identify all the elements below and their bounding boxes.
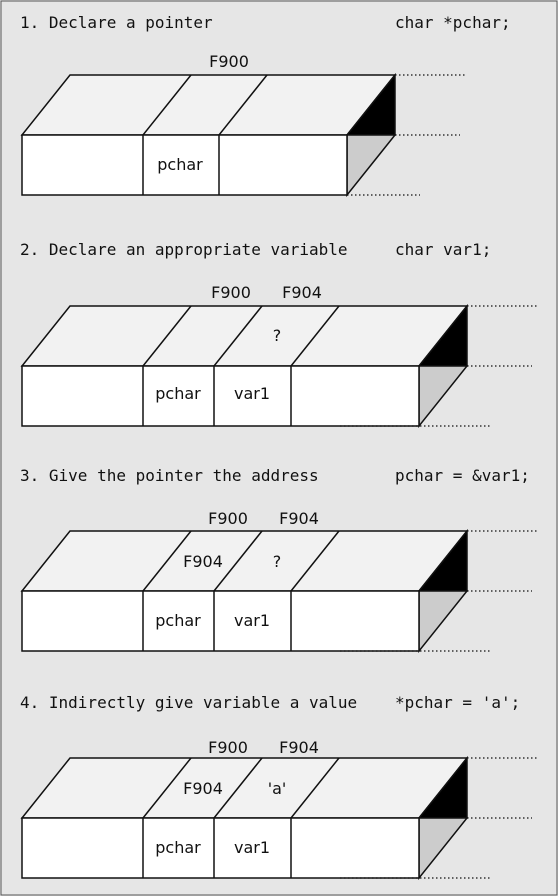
top-value-pchar: F904	[183, 779, 223, 798]
step-4-address-f904: F904	[279, 738, 319, 757]
top-divider	[142, 74, 192, 136]
top-value-var1: ?	[273, 326, 282, 345]
step-2-address-f900: F900	[211, 283, 251, 302]
step-3: 3. Give the pointer the address pchar = …	[20, 466, 537, 654]
step-1-code: char *pchar;	[395, 13, 511, 32]
top-divider	[213, 305, 263, 367]
step-2-address-f904: F904	[282, 283, 322, 302]
memory-front-face	[21, 365, 420, 427]
cell-label-var1: var1	[234, 838, 270, 857]
step-2-code: char var1;	[395, 240, 491, 259]
memory-front-face	[21, 817, 420, 879]
step-4-label: 4. Indirectly give variable a value	[20, 693, 357, 712]
top-divider	[290, 530, 340, 592]
cell-label-pchar: pchar	[157, 155, 203, 174]
memory-end-light-face	[418, 817, 469, 881]
step-1: 1. Declare a pointer char *pchar; F900 p…	[20, 13, 511, 198]
top-divider	[290, 305, 340, 367]
step-3-label: 3. Give the pointer the address	[20, 466, 319, 485]
step-2-label: 2. Declare an appropriate variable	[20, 240, 348, 259]
step-3-address-f900: F900	[208, 509, 248, 528]
step-4-code: *pchar = 'a';	[395, 693, 520, 712]
memory-end-light-face	[418, 590, 469, 654]
top-divider	[142, 757, 192, 819]
top-value-pchar: F904	[183, 552, 223, 571]
step-1-address-f900: F900	[209, 52, 249, 71]
memory-top-face	[20, 74, 397, 136]
top-value-var1: 'a'	[268, 779, 287, 798]
step-4: 4. Indirectly give variable a value *pch…	[20, 693, 537, 881]
memory-end-light-face	[418, 365, 469, 429]
top-divider	[218, 74, 268, 136]
step-3-address-f904: F904	[279, 509, 319, 528]
cell-label-pchar: pchar	[155, 838, 201, 857]
top-value-var1: ?	[273, 552, 282, 571]
memory-end-light-face	[346, 134, 397, 198]
memory-front-face	[21, 134, 348, 196]
memory-top-face	[20, 305, 469, 367]
top-divider	[213, 530, 263, 592]
cell-label-var1: var1	[234, 384, 270, 403]
memory-top-face	[20, 530, 469, 592]
top-divider	[142, 530, 192, 592]
top-divider	[142, 305, 192, 367]
top-divider	[213, 757, 263, 819]
step-4-address-f900: F900	[208, 738, 248, 757]
memory-top-face	[20, 757, 469, 819]
step-1-label: 1. Declare a pointer	[20, 13, 213, 32]
cell-label-var1: var1	[234, 611, 270, 630]
cell-label-pchar: pchar	[155, 611, 201, 630]
top-divider	[290, 757, 340, 819]
step-3-code: pchar = &var1;	[395, 466, 530, 485]
cell-label-pchar: pchar	[155, 384, 201, 403]
memory-front-face	[21, 590, 420, 652]
step-2: 2. Declare an appropriate variable char …	[20, 240, 537, 429]
